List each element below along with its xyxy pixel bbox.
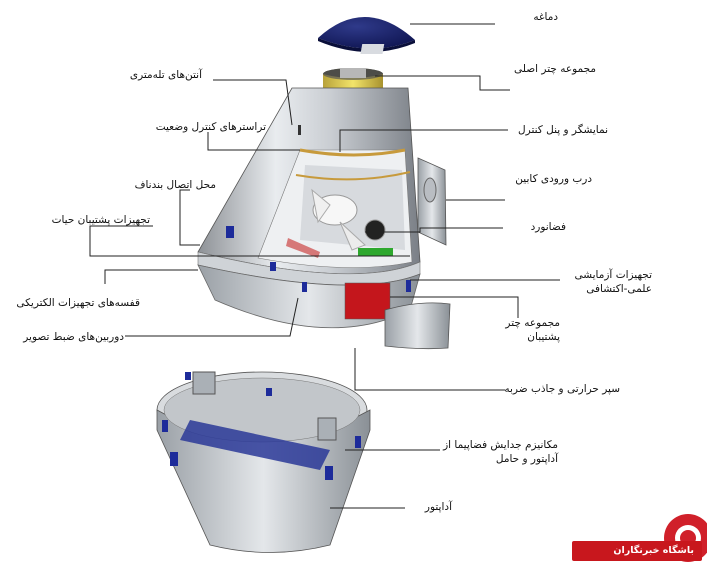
label-science-equipment: تجهیزات آزمایشی علمی-اکتشافی [568, 268, 652, 296]
label-telemetry-antennas: آنتن‌های تله‌متری [92, 68, 202, 82]
label-life-support: تجهیزات پشتیبان حیات [38, 213, 150, 227]
label-main-parachute: مجموعه چتر اصلی [512, 62, 596, 76]
heat-shield-part [385, 303, 450, 349]
label-cabin-door: درب ورودی کابین [508, 172, 592, 186]
label-attitude-thrusters: تراسترهای کنترل وضعیت [150, 120, 266, 134]
label-separation-mechanism: مکانیزم جدایش فضاپیما از آداپتور و حامل [440, 438, 558, 466]
cabin-door-part [418, 158, 446, 245]
label-cameras: دوربین‌های ضبط تصویر [12, 330, 124, 344]
label-astronaut: فضانورد [508, 220, 566, 234]
label-backup-parachute: مجموعه چتر پشتیبان [480, 316, 560, 344]
logo-badge: باشگاه خبرنگاران [572, 541, 702, 561]
label-adapter: آداپتور [408, 500, 452, 514]
label-control-panel: نمایشگر و پنل کنترل [510, 123, 608, 137]
label-heat-shield: سپر حرارتی و جاذب ضربه [508, 382, 620, 396]
label-umbilical: محل اتصال بندناف [130, 178, 216, 192]
adapter-part [157, 372, 370, 553]
dome-part [318, 17, 415, 54]
label-electrical-racks: قفسه‌های تجهیزات الکتریکی [10, 296, 140, 310]
label-dome: دماغه [510, 10, 558, 24]
